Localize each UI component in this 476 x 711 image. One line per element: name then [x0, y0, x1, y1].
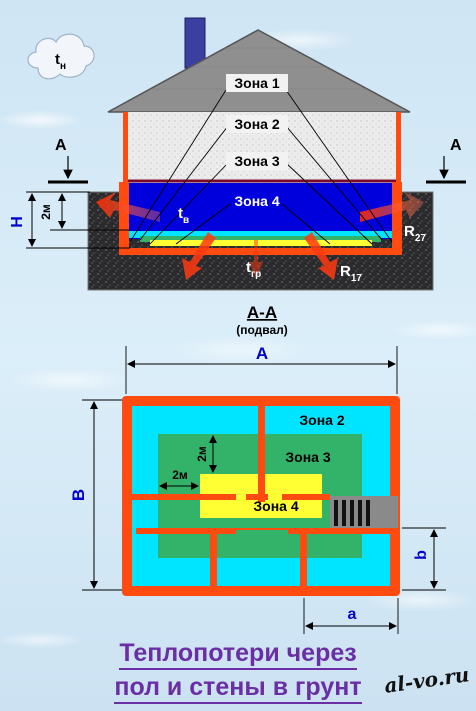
heat-arrow-left-wall: [96, 192, 160, 222]
svg-text:А: А: [55, 137, 67, 154]
r17-label: R17: [340, 263, 362, 284]
basement-floor-slab: [119, 248, 402, 255]
caption-line1: Теплопотери через: [119, 638, 357, 670]
zone1-label: Зона 1: [234, 75, 279, 91]
dimension-b-upper-label: В: [69, 489, 88, 501]
wall-right: [396, 112, 401, 190]
heat-arrow-floor-center: [249, 240, 263, 278]
caption: Теплопотери через пол и стены в грунт: [0, 636, 476, 704]
heat-flow-arrows: [96, 192, 424, 280]
t-outside-label: tн: [55, 51, 66, 72]
zone1-label-bg: [226, 74, 288, 92]
section-subtitle: (подвал): [236, 323, 288, 337]
dimension-a-label: a: [348, 606, 357, 623]
svg-text:2м: 2м: [39, 204, 53, 220]
floor-zone4-strip: [150, 240, 372, 246]
plan-2m-horizontal-label: 2м: [172, 468, 188, 482]
zone-leader-lines: [129, 89, 393, 245]
basement-wall-right: [392, 182, 402, 254]
roof: [107, 29, 411, 113]
zone2-label: Зона 2: [234, 116, 279, 132]
section-marker-left: А: [48, 137, 88, 184]
zone4-label: Зона 4: [234, 193, 279, 209]
heat-arrow-floor-right: [304, 232, 338, 280]
floor-zone2-strip: [129, 231, 392, 238]
depth-dimension: H 2м: [9, 191, 130, 249]
r27-label: R27: [404, 223, 426, 244]
floor-zone3-strip: [140, 236, 381, 242]
basement-space: [129, 183, 392, 239]
plan-zone2-label: Зона 2: [299, 412, 344, 428]
zone2-label-bg: [226, 115, 288, 133]
partition-opening: [236, 530, 288, 534]
plan-2m-vertical-label: 2м: [195, 446, 209, 462]
svg-text:А: А: [450, 137, 462, 154]
t-ground-label: tгр: [246, 259, 261, 280]
zone3-label-bg: [226, 152, 288, 170]
zone3-label: Зона 3: [234, 153, 279, 169]
heat-arrow-floor-left: [182, 232, 216, 280]
stair-icon: [330, 496, 398, 528]
svg-text:H: H: [9, 216, 26, 228]
wall-left: [123, 112, 128, 190]
heat-arrow-right-wall: [360, 192, 424, 222]
basement-wall-left: [119, 182, 129, 254]
zone-labels: Зона 1 Зона 2 Зона 3 Зона 4: [226, 74, 288, 209]
dimension-b-label: b: [413, 550, 430, 560]
plan-zone4-label: Зона 4: [253, 498, 298, 514]
cloud-icon: [27, 33, 95, 80]
plan-zone3-label: Зона 3: [285, 449, 330, 465]
plan-view: А В Зона 2: [69, 344, 446, 634]
house-section: tн: [9, 17, 466, 291]
t-inside-label: tв: [178, 205, 189, 226]
section-title: А-А: [247, 303, 277, 322]
caption-line2: пол и стены в грунт: [114, 672, 362, 704]
section-marker-right: А: [426, 137, 466, 184]
dimension-a-upper-label: А: [256, 344, 268, 363]
